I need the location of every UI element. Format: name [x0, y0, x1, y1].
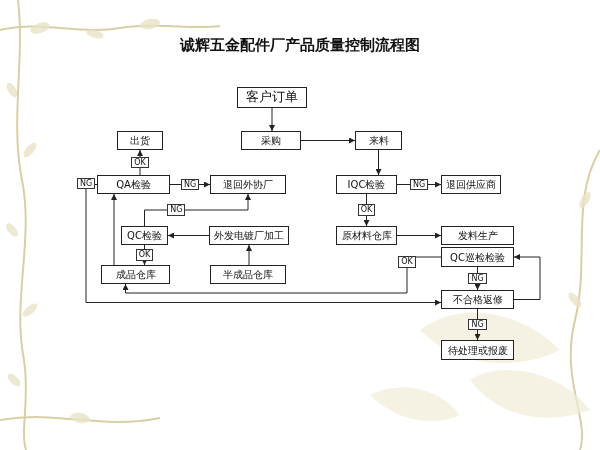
flow-arrow — [397, 235, 441, 236]
box-text: 采购 — [261, 135, 281, 146]
flow-arrow — [86, 185, 441, 303]
edge-label: NG — [468, 319, 486, 331]
edge-label: NG — [77, 178, 95, 190]
process-box: 采购 — [241, 131, 301, 150]
diagram-title: 诚辉五金配件厂产品质量控制流程图 — [0, 36, 600, 55]
edge-label: OK — [398, 256, 416, 268]
process-box: 原材料仓库 — [336, 226, 397, 245]
edge-label: NG — [410, 179, 428, 191]
box-text: 来料 — [369, 135, 389, 146]
process-box: 待处理或报废 — [441, 340, 514, 360]
box-text: QC巡检检验 — [450, 252, 505, 263]
box-text: 客户订单 — [246, 90, 298, 104]
edge-label: NG — [468, 273, 486, 285]
flow-arrow — [114, 194, 115, 265]
process-box: 外发电镀厂加工 — [209, 226, 289, 245]
process-box: 退回外协厂 — [210, 175, 286, 194]
box-text: 不合格返修 — [453, 294, 503, 305]
box-text: IQC检验 — [348, 179, 386, 190]
process-box: 半成品仓库 — [210, 265, 286, 284]
process-box: IQC检验 — [336, 175, 397, 194]
box-text: 外发电镀厂加工 — [214, 230, 284, 241]
edge-label: OK — [131, 157, 149, 169]
flow-arrow — [145, 194, 249, 226]
edge-label: OK — [136, 249, 154, 261]
flow-arrow — [301, 140, 355, 141]
process-box: QC检验 — [121, 226, 168, 245]
box-text: 半成品仓库 — [223, 269, 273, 280]
box-text: QC检验 — [127, 230, 162, 241]
process-box: 客户订单 — [237, 87, 307, 108]
flow-arrow — [272, 108, 273, 131]
box-text: 原材料仓库 — [342, 230, 392, 241]
process-box: 成品仓库 — [101, 265, 170, 284]
box-text: 待处理或报废 — [448, 345, 508, 356]
process-box: QC巡检检验 — [441, 247, 514, 267]
flow-arrow — [126, 257, 442, 293]
box-text: 出货 — [130, 135, 150, 146]
leaves — [4, 17, 593, 424]
process-box: 出货 — [117, 131, 163, 150]
box-text: 发料生产 — [458, 230, 498, 241]
box-text: 退回外协厂 — [223, 179, 273, 190]
box-text: QA检验 — [116, 179, 151, 190]
flow-arrow — [249, 245, 250, 265]
edge-label: NG — [181, 179, 199, 191]
process-box: 退回供应商 — [441, 175, 501, 194]
large-leaves — [370, 313, 590, 422]
process-box: 来料 — [355, 131, 402, 150]
flow-arrow — [378, 150, 379, 175]
process-box: 发料生产 — [441, 226, 514, 245]
edge-label: OK — [358, 204, 376, 216]
process-box: 不合格返修 — [441, 290, 514, 309]
edge-label: NG — [167, 204, 185, 216]
process-box: QA检验 — [97, 175, 170, 194]
flow-arrow — [514, 257, 540, 300]
box-text: 成品仓库 — [116, 269, 156, 280]
flow-arrow — [168, 235, 209, 236]
box-text: 退回供应商 — [446, 179, 496, 190]
